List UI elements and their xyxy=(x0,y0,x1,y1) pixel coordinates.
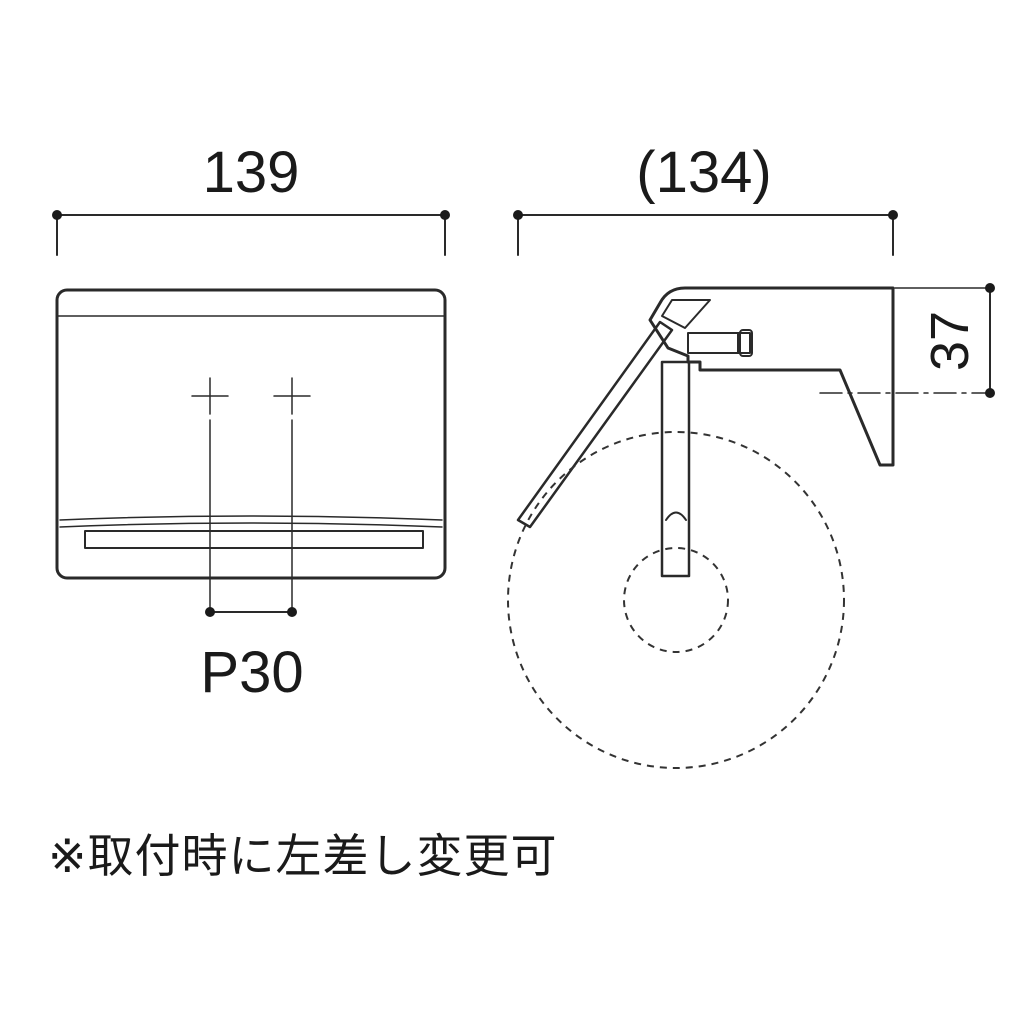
front-width-label: 139 xyxy=(203,140,300,205)
mounting-hole-left xyxy=(191,377,229,415)
side-view: (134) 37 xyxy=(507,140,995,769)
spindle-knob xyxy=(687,332,751,354)
side-depth-label: (134) xyxy=(636,140,771,205)
paper-roll-outer xyxy=(507,431,845,769)
dimension-dot xyxy=(440,210,450,220)
side-depth-dimension: (134) xyxy=(513,140,898,256)
installation-note: ※取付時に左差し変更可 xyxy=(48,829,558,883)
dimension-dot xyxy=(888,210,898,220)
hinged-lid xyxy=(516,320,674,529)
dimension-dot xyxy=(513,210,523,220)
dimension-dot xyxy=(52,210,62,220)
holder-front-body xyxy=(55,288,447,580)
front-width-dimension: 139 xyxy=(52,140,450,256)
dimension-dot xyxy=(985,283,995,293)
pitch-dimension: P30 xyxy=(200,419,304,705)
dimension-dot xyxy=(287,607,297,617)
paper-roll-core xyxy=(623,547,729,653)
pitch-label: P30 xyxy=(200,640,303,705)
dimension-dot xyxy=(985,388,995,398)
dimension-dot xyxy=(205,607,215,617)
holder-side-bracket xyxy=(648,286,895,467)
paper-roll xyxy=(507,431,845,769)
front-view: 139 P30 xyxy=(52,140,450,705)
paper-slot xyxy=(84,530,424,549)
side-height-dimension: 37 xyxy=(819,283,995,398)
spindle-arm xyxy=(660,360,691,578)
mounting-hole-right xyxy=(273,377,311,415)
side-height-label: 37 xyxy=(920,311,980,371)
